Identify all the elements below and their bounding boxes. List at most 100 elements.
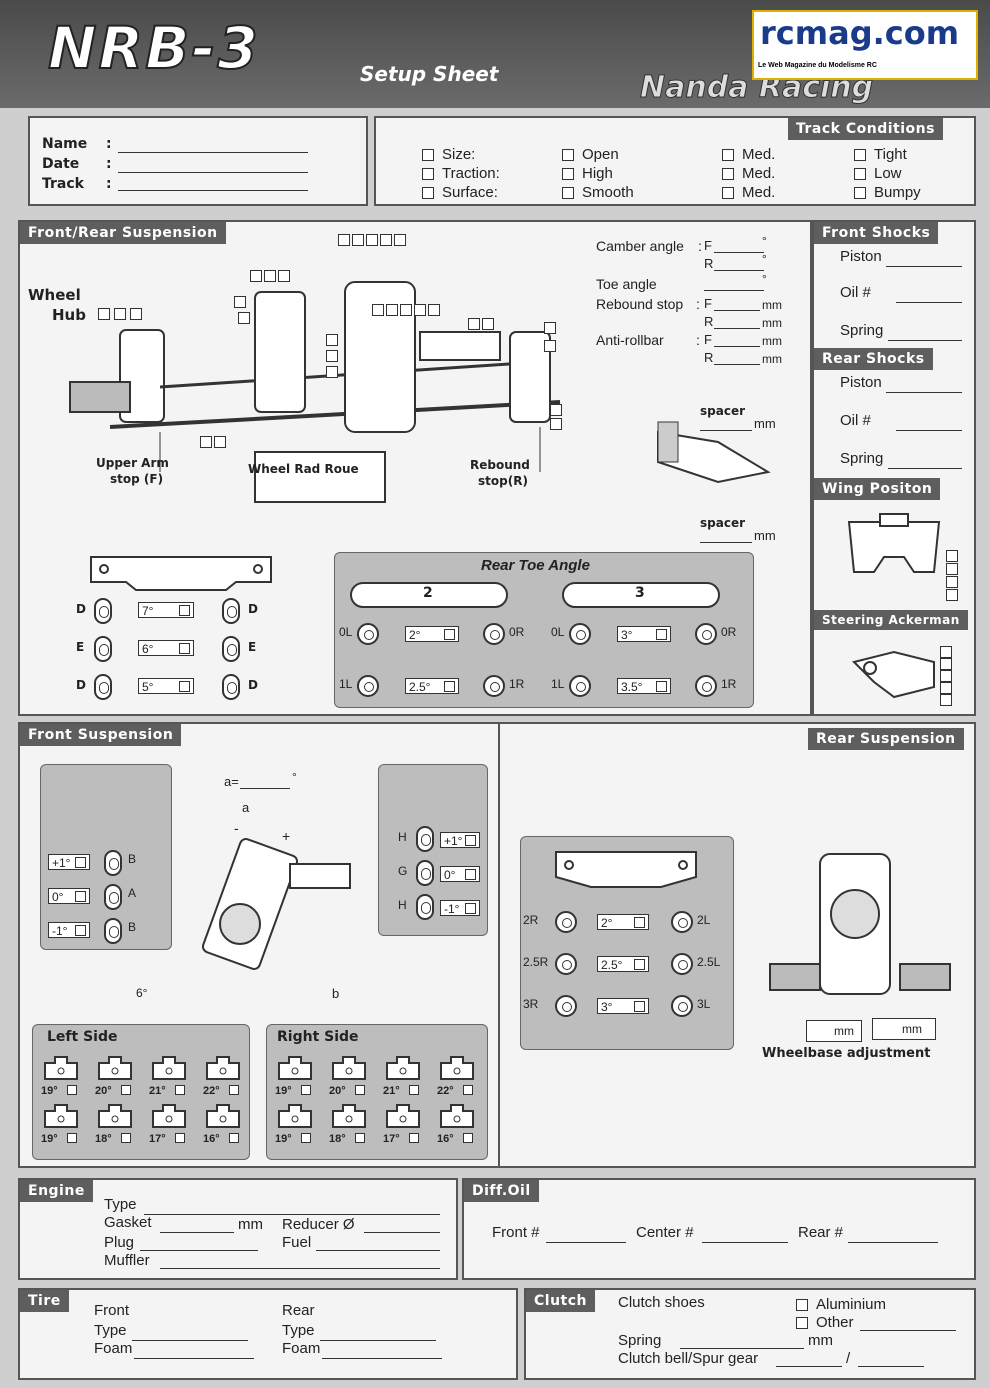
setting-checkbox[interactable] (326, 334, 338, 346)
setting-checkbox[interactable] (200, 436, 212, 448)
tc-checkbox[interactable] (722, 187, 734, 200)
camber-checkbox[interactable] (465, 903, 476, 914)
hole-left[interactable] (94, 598, 112, 624)
setting-checkbox[interactable] (414, 304, 426, 316)
front-plate-value[interactable]: 6° (138, 640, 194, 656)
ackerman-checkbox[interactable] (940, 670, 952, 682)
rear-hinge-checkbox[interactable] (634, 917, 645, 928)
gasket-field[interactable] (160, 1232, 234, 1233)
mount-checkbox[interactable] (121, 1085, 131, 1095)
toe-checkbox[interactable] (444, 681, 455, 692)
setting-checkbox[interactable] (234, 296, 246, 308)
camber-hole[interactable] (416, 860, 434, 886)
toe-hole-left[interactable] (357, 623, 379, 645)
tc-checkbox[interactable] (562, 149, 574, 162)
mount-checkbox[interactable] (409, 1133, 419, 1143)
tc-option[interactable]: Med. (722, 184, 775, 201)
other-field[interactable] (860, 1330, 956, 1331)
tire-front-foam-field[interactable] (134, 1358, 254, 1359)
fuel-field[interactable] (316, 1250, 440, 1251)
caster-value[interactable]: 0° (48, 888, 90, 904)
toe-value[interactable]: 2° (405, 626, 459, 642)
setting-checkbox[interactable] (482, 318, 494, 330)
tc-option[interactable]: High (562, 165, 613, 182)
camber-value[interactable]: +1° (440, 832, 480, 848)
other-checkbox[interactable] (796, 1317, 808, 1330)
tc-checkbox[interactable] (854, 168, 866, 181)
rear-piston-field[interactable] (886, 392, 962, 393)
caster-hole[interactable] (104, 850, 122, 876)
spacer-top-field[interactable] (700, 430, 752, 431)
rear-oil-field[interactable] (896, 430, 962, 431)
tc-checkbox[interactable] (422, 187, 434, 200)
tc-checkbox[interactable] (562, 168, 574, 181)
tc-checkbox[interactable] (722, 149, 734, 162)
wheelbase-rear-field[interactable] (872, 1018, 936, 1040)
caster-checkbox[interactable] (75, 857, 86, 868)
other-option[interactable]: Other (796, 1314, 854, 1331)
tc-checkbox[interactable] (422, 149, 434, 162)
setting-checkbox[interactable] (544, 322, 556, 334)
ackerman-checkbox[interactable] (940, 658, 952, 670)
camber-f-field[interactable] (714, 252, 764, 253)
toe-value[interactable]: 3° (617, 626, 671, 642)
tc-option[interactable]: Traction: (422, 165, 500, 182)
rear-hinge-hole-right[interactable] (671, 995, 693, 1017)
tc-checkbox[interactable] (562, 187, 574, 200)
wheelbase-front-field[interactable] (806, 1020, 862, 1042)
camber-hole[interactable] (416, 894, 434, 920)
aluminium-checkbox[interactable] (796, 1299, 808, 1312)
hole-left[interactable] (94, 636, 112, 662)
rear-hinge-checkbox[interactable] (634, 1001, 645, 1012)
wing-position-checkbox[interactable] (946, 563, 958, 575)
mount-checkbox[interactable] (67, 1133, 77, 1143)
tc-option[interactable]: Med. (722, 165, 775, 182)
rear-hinge-value[interactable]: 2.5° (597, 956, 649, 972)
front-oil-field[interactable] (896, 302, 962, 303)
ackerman-checkbox[interactable] (940, 682, 952, 694)
rear-hinge-value[interactable]: 2° (597, 914, 649, 930)
setting-checkbox[interactable] (468, 318, 480, 330)
caster-hole[interactable] (104, 884, 122, 910)
camber-value[interactable]: 0° (440, 866, 480, 882)
setting-checkbox[interactable] (394, 234, 406, 246)
rear-hinge-hole-right[interactable] (671, 953, 693, 975)
tc-option[interactable]: Size: (422, 146, 475, 163)
rear-hinge-hole-right[interactable] (671, 911, 693, 933)
caster-value[interactable]: +1° (48, 854, 90, 870)
rear-spring-field[interactable] (888, 468, 962, 469)
setting-checkbox[interactable] (380, 234, 392, 246)
front-plate-value[interactable]: 5° (138, 678, 194, 694)
rear-hinge-hole-left[interactable] (555, 911, 577, 933)
diff-rear-field[interactable] (848, 1242, 938, 1243)
rear-hinge-hole-left[interactable] (555, 995, 577, 1017)
mount-checkbox[interactable] (463, 1085, 473, 1095)
caster-checkbox[interactable] (75, 891, 86, 902)
tc-option[interactable]: Open (562, 146, 619, 163)
toe-hole-left[interactable] (357, 675, 379, 697)
ackerman-checkbox[interactable] (940, 694, 952, 706)
tc-checkbox[interactable] (854, 149, 866, 162)
mount-checkbox[interactable] (229, 1085, 239, 1095)
mount-checkbox[interactable] (175, 1085, 185, 1095)
rear-hinge-checkbox[interactable] (634, 959, 645, 970)
setting-checkbox[interactable] (400, 304, 412, 316)
mount-checkbox[interactable] (301, 1085, 311, 1095)
mount-checkbox[interactable] (175, 1133, 185, 1143)
camber-value[interactable]: -1° (440, 900, 480, 916)
toe-checkbox[interactable] (444, 629, 455, 640)
mount-checkbox[interactable] (355, 1133, 365, 1143)
tc-option[interactable]: Low (854, 165, 902, 182)
mount-checkbox[interactable] (355, 1085, 365, 1095)
tc-option[interactable]: Smooth (562, 184, 634, 201)
rebound-f-field[interactable] (714, 310, 760, 311)
setting-checkbox[interactable] (338, 234, 350, 246)
engine-type-field[interactable] (144, 1214, 440, 1215)
setting-checkbox[interactable] (544, 340, 556, 352)
antiroll-f-field[interactable] (714, 346, 760, 347)
hub-option-checkbox[interactable] (130, 308, 142, 320)
ackerman-checkbox[interactable] (940, 646, 952, 658)
aluminium-option[interactable]: Aluminium (796, 1296, 886, 1313)
toe-hole-left[interactable] (569, 623, 591, 645)
toe-checkbox[interactable] (656, 629, 667, 640)
